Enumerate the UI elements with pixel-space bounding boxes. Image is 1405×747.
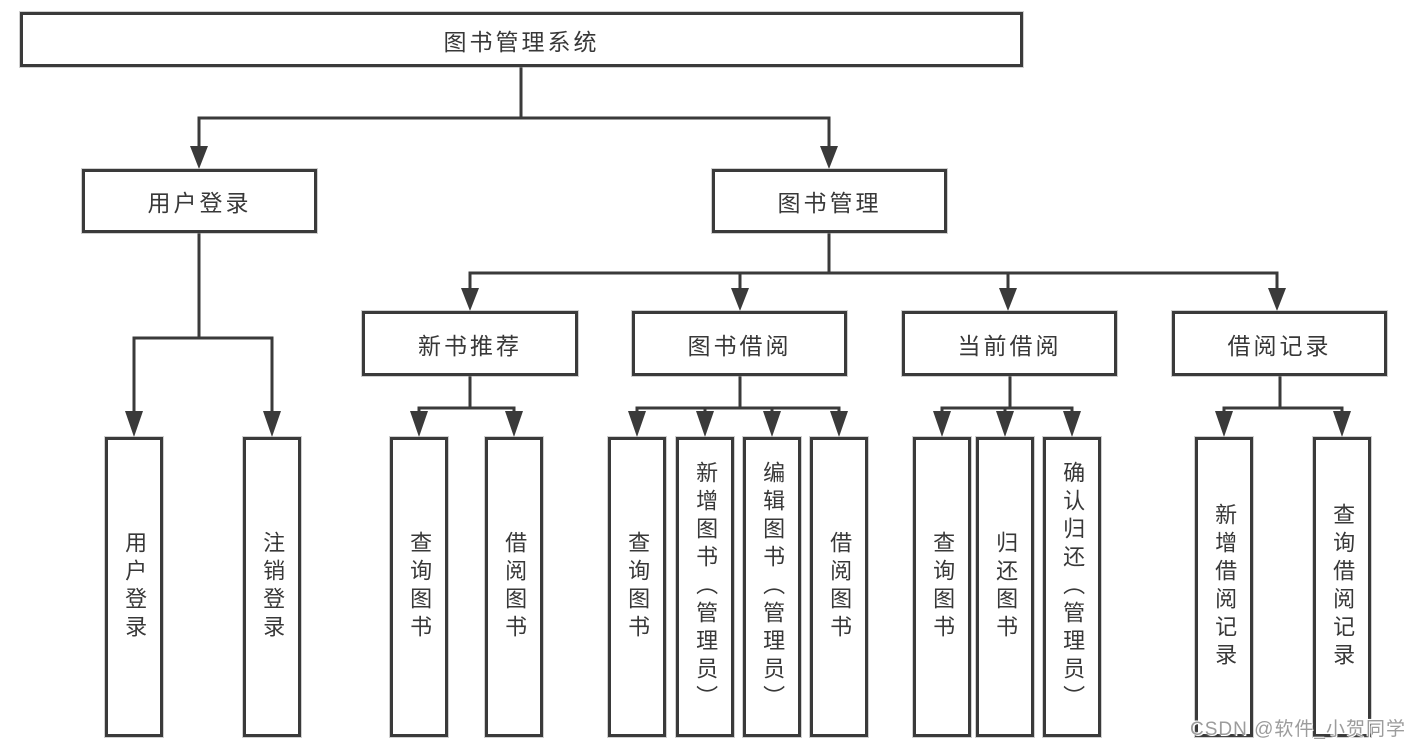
arrowheads-leaves [125,411,1351,437]
connector-new-book-children [417,376,516,414]
node-label: 注销登录 [260,531,286,643]
node-label: 编辑图书（管理员） [760,461,786,713]
connector-current-borrowing-children [940,376,1074,414]
leaf-add-borrow-record: 新增借阅记录 [1195,437,1253,737]
node-label: 查询图书 [625,531,651,643]
node-label: 查询图书 [407,531,433,643]
node-label: 用户登录 [122,531,148,643]
leaf-query-books-recommend: 查询图书 [390,437,448,737]
node-book-borrowing: 图书借阅 [632,311,847,376]
connector-borrowing-records-children [1222,376,1344,414]
leaf-logout: 注销登录 [243,437,301,737]
node-current-borrowing: 当前借阅 [902,311,1117,376]
node-new-book-recommendation: 新书推荐 [362,311,578,376]
node-label: 图书管理系统 [443,28,600,55]
connector-book-borrowing-children [635,376,841,414]
node-label: 图书管理 [777,190,882,216]
leaf-edit-books-admin: 编辑图书（管理员） [743,437,801,737]
node-label: 确认归还（管理员） [1060,461,1086,713]
node-label: 新书推荐 [418,332,522,359]
node-label: 查询借阅记录 [1330,503,1356,671]
leaf-query-borrow-record: 查询借阅记录 [1313,437,1371,737]
arrowheads-level2 [190,146,838,169]
node-label: 借阅图书 [827,531,853,643]
arrowheads-level3 [461,288,1286,311]
connector-root-to-level2 [197,67,831,150]
node-label: 当前借阅 [957,332,1062,359]
leaf-query-books-borrowing: 查询图书 [608,437,666,737]
node-label: 用户登录 [147,190,252,216]
node-user-login: 用户登录 [82,169,317,233]
connector-user-login-children [132,233,274,414]
leaf-borrow-books-recommend: 借阅图书 [485,437,543,737]
node-borrowing-records: 借阅记录 [1172,311,1387,376]
leaf-confirm-return-admin: 确认归还（管理员） [1043,437,1101,737]
node-label: 图书借阅 [687,332,792,359]
leaf-query-books-current: 查询图书 [913,437,971,737]
node-label: 新增借阅记录 [1212,503,1238,671]
leaf-user-login: 用户登录 [105,437,163,737]
node-label: 查询图书 [930,531,956,643]
connector-book-management-to-level3 [468,233,1279,292]
leaf-return-books: 归还图书 [976,437,1034,737]
node-label: 新增图书（管理员） [693,461,719,713]
node-label: 归还图书 [993,531,1019,643]
leaf-borrow-books-borrowing: 借阅图书 [810,437,868,737]
csdn-watermark: CSDN @软件_小贺同学 [1190,719,1405,740]
node-label: 借阅图书 [502,531,528,643]
node-label: 借阅记录 [1227,332,1332,359]
node-library-management-system: 图书管理系统 [20,12,1023,67]
node-book-management: 图书管理 [712,169,947,233]
leaf-add-books-admin: 新增图书（管理员） [676,437,734,737]
